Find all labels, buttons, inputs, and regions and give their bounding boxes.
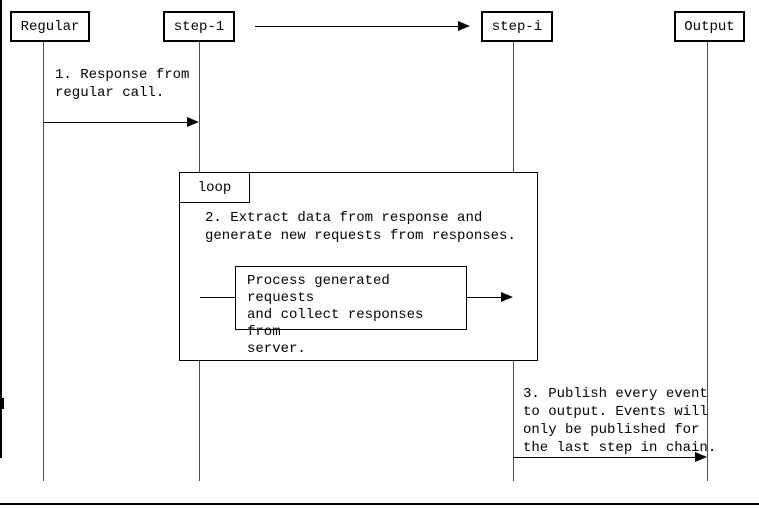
actor-label-step-i: step-i [491,18,543,35]
loop-label: loop [197,179,232,196]
loop-label-box: loop [179,172,250,203]
chain-arrow-head-icon [458,21,470,31]
message-3-label: 3. Publish every event to output. Events… [523,386,717,456]
frame-bottom-border [0,503,759,505]
message-1-label: 1. Response from regular call. [55,67,190,101]
message-1-arrow-head-icon [187,117,199,127]
process-box-label: Process generated requests and collect r… [247,273,424,357]
process-call-line [200,297,235,298]
message-3-arrow-head-icon [695,452,707,462]
actor-label-regular: Regular [20,18,80,35]
process-out-arrow-head-icon [501,292,513,302]
actor-box-step-1: step-1 [163,11,235,42]
frame-left-border [0,0,2,458]
message-1-arrow-line [44,122,187,123]
actor-label-step-1: step-1 [173,18,225,35]
lifeline-output [707,42,708,481]
message-2-label: 2. Extract data from response and genera… [205,210,516,244]
process-out-arrow-line [467,297,501,298]
lifeline-regular [43,42,44,481]
frame-left-mark [0,398,4,409]
actor-box-step-i: step-i [481,11,553,42]
actor-label-output: Output [684,18,735,35]
message-3-arrow-line [514,457,695,458]
process-box: Process generated requests and collect r… [235,266,467,357]
actor-box-output: Output [674,11,745,42]
actor-box-regular: Regular [10,11,90,42]
chain-arrow-line [255,26,458,27]
